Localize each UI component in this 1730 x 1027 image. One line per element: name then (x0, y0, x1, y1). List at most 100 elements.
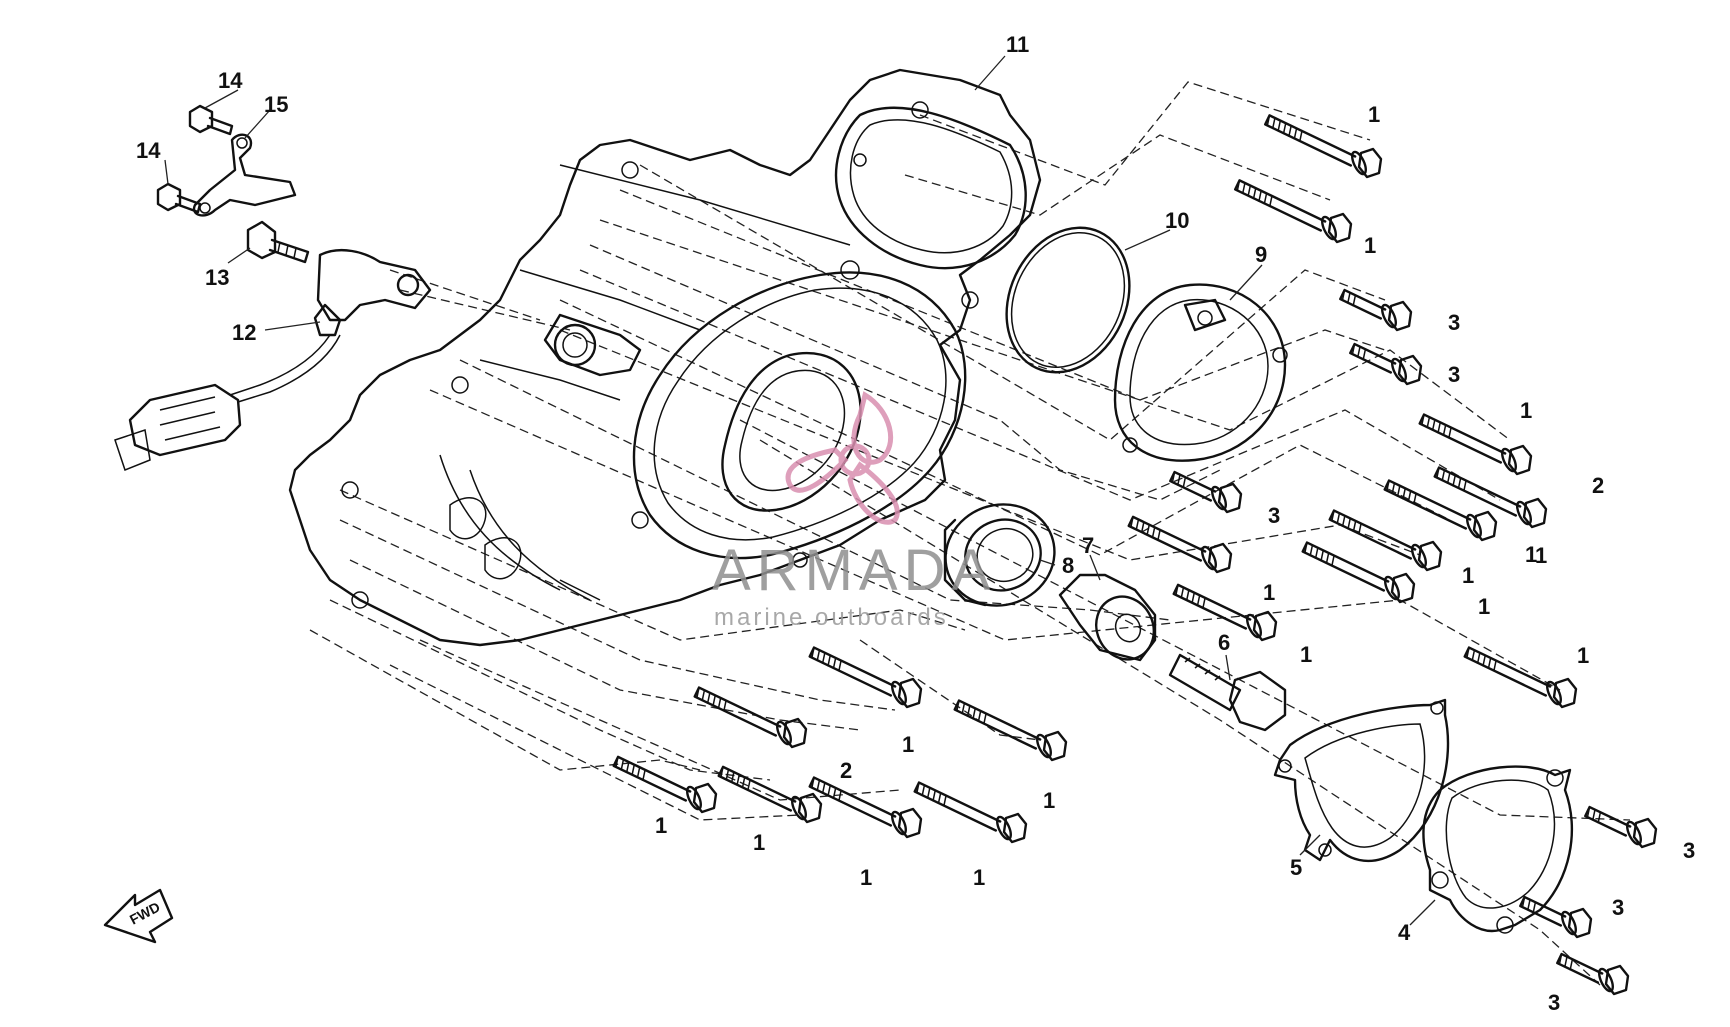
forward-arrow-icon: FWD (103, 888, 174, 944)
bolt-shaft (1328, 509, 1417, 560)
forward-arrow-label: FWD (127, 899, 163, 928)
flange-bolt (1168, 653, 1287, 732)
callout-1: 1 (860, 865, 872, 890)
crankcase-cover (288, 68, 1042, 647)
bolt-thread (614, 756, 646, 782)
watermark-tagline: marine outboards (714, 604, 949, 631)
bolt-shaft (1172, 583, 1252, 630)
bolt-shaft (717, 765, 797, 812)
short-bolt-icon (1584, 805, 1658, 849)
long-bolt-icon (717, 765, 823, 824)
spacer-collar (1058, 573, 1157, 662)
long-bolt-icon (913, 781, 1028, 844)
bolt-shaft (1339, 288, 1387, 320)
bolt-shaft (1433, 466, 1522, 517)
wire-bracket (192, 133, 297, 217)
long-bolt-icon (693, 686, 808, 749)
callout-8: 8 (1062, 553, 1074, 578)
bolt-head (1357, 147, 1383, 179)
callout-1: 1 (753, 830, 765, 855)
bolt-thread (1351, 343, 1367, 361)
bolt-thread (719, 766, 751, 792)
callout-3: 3 (1448, 362, 1460, 387)
bolt-head (1252, 610, 1278, 642)
bolt-thread (1129, 516, 1161, 542)
bolt-shaft (913, 781, 1002, 832)
callout-10: 10 (1165, 208, 1189, 233)
bolt-thread (1174, 584, 1206, 610)
callout-1: 1 (1478, 594, 1490, 619)
bolt-shaft (1301, 541, 1390, 592)
long-bolt-icon (1418, 413, 1533, 476)
bolt-shaft (1233, 179, 1327, 232)
short-bolt-icon (1556, 952, 1630, 996)
bolt-shaft (1584, 805, 1632, 837)
callout-1: 1 (1043, 788, 1055, 813)
callout-14: 14 (136, 138, 161, 163)
callout-1: 1 (655, 813, 667, 838)
short-bolt-icon (1339, 288, 1413, 332)
long-bolt-icon (1263, 114, 1383, 179)
callout-1: 1 (902, 732, 914, 757)
bolt-head (797, 792, 823, 824)
bolt-head (782, 717, 808, 749)
bolt-shaft (1463, 646, 1552, 697)
watermark-brand: ARMADA (712, 538, 996, 603)
callout-2: 2 (840, 758, 852, 783)
bolt-head (1567, 907, 1593, 939)
propeller-logo-icon (785, 391, 900, 525)
bolt-head (1522, 497, 1548, 529)
long-bolt-icon (808, 776, 923, 839)
ball-bearing (943, 503, 1056, 607)
bolt-head (1417, 540, 1443, 572)
bolt-thread (1385, 480, 1417, 505)
callout-3: 3 (1612, 895, 1624, 920)
long-bolt-icon (1463, 646, 1578, 709)
bolt-thread (1465, 647, 1497, 672)
callout-15: 15 (264, 92, 288, 117)
callout-6: 6 (1218, 630, 1230, 655)
long-bolt-icon (808, 646, 923, 709)
bolt-shaft (1263, 114, 1357, 167)
bracket-bolt-upper (188, 104, 234, 136)
watermark: ARMADA marine outboards (712, 391, 996, 631)
bolt-thread (1303, 542, 1335, 567)
callout-2: 2 (1592, 473, 1604, 498)
bolt-head (1472, 510, 1498, 542)
bolt-head (897, 677, 923, 709)
callout-3: 3 (1683, 838, 1695, 863)
callout-12: 12 (232, 320, 256, 345)
bolt-thread (1236, 180, 1273, 208)
bolt-thread (810, 647, 842, 672)
bolt-shaft (612, 755, 692, 802)
short-bolt-icon (1349, 342, 1423, 386)
long-bolt-icon (1233, 179, 1353, 244)
bolt-thread (1341, 289, 1357, 307)
long-bolt-icon (1383, 479, 1498, 542)
bolt-shaft (808, 776, 897, 827)
callout-leaders (164, 55, 1436, 926)
callout-1: 1 (1364, 233, 1376, 258)
bolt-thread (915, 782, 947, 807)
callout-1: 1 (1300, 642, 1312, 667)
bolt-thread (1330, 510, 1362, 535)
bolt-shaft (1556, 952, 1604, 984)
callout-1: 1 (1368, 102, 1380, 127)
callout-14: 14 (218, 68, 243, 93)
bolt-head (1217, 482, 1243, 514)
bolt-shaft (1169, 470, 1217, 502)
long-bolt-icon (1433, 466, 1548, 529)
callout-1: 1 (1535, 543, 1547, 568)
bolt-head (897, 807, 923, 839)
callout-5: 5 (1290, 855, 1302, 880)
long-bolt-icon (1301, 541, 1416, 604)
bolt-head (1507, 444, 1533, 476)
bolt-head (1397, 354, 1423, 386)
bolt-thread (1586, 806, 1602, 824)
callout-3: 3 (1268, 503, 1280, 528)
callout-9: 9 (1255, 242, 1267, 267)
bolt-shaft (693, 686, 782, 737)
bolt-head (1327, 212, 1353, 244)
bolt-thread (1266, 115, 1303, 143)
callout-3: 3 (1548, 990, 1560, 1015)
